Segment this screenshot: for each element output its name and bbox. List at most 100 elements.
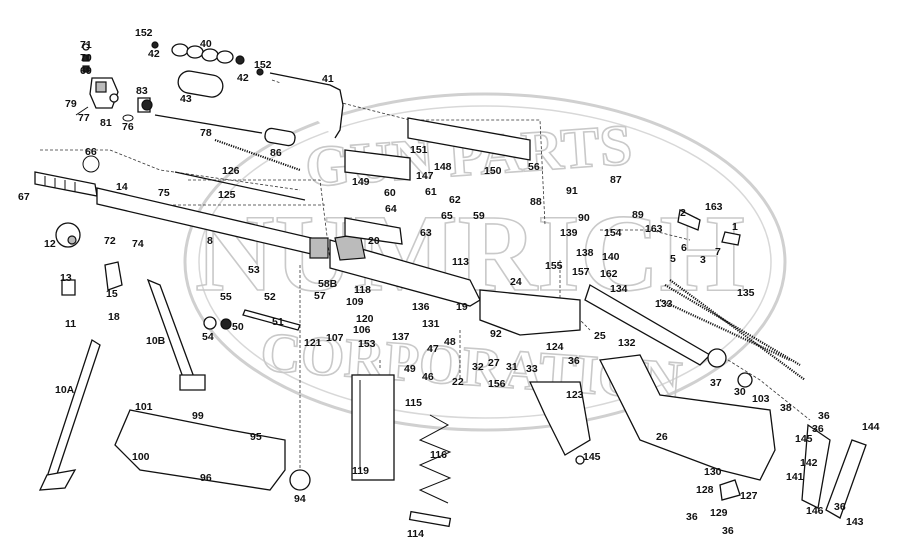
label-36-b: 36 [818,410,830,422]
label-24: 24 [510,276,522,288]
label-132: 132 [618,337,636,349]
gas-plug-40 [171,43,245,65]
label-127: 127 [740,490,758,502]
label-126: 126 [222,165,240,177]
label-1: 1 [732,221,738,233]
label-75: 75 [158,187,170,199]
label-20: 20 [368,235,380,247]
label-42-b: 42 [237,72,249,84]
label-106: 106 [353,324,371,336]
label-91: 91 [566,185,578,197]
label-33: 33 [526,363,538,375]
label-56: 56 [528,161,540,173]
label-94: 94 [294,493,306,505]
label-59: 59 [473,210,485,222]
label-109: 109 [346,296,364,308]
receiver-assembly [329,117,712,366]
label-131: 131 [422,318,440,330]
label-69: 69 [80,65,92,77]
label-5: 5 [670,253,676,265]
label-147: 147 [416,170,434,182]
label-10A: 10A [55,384,75,396]
label-40: 40 [200,38,212,50]
label-8: 8 [207,235,213,247]
label-146: 146 [806,505,824,517]
label-26: 26 [656,431,668,443]
label-113: 113 [452,256,469,268]
label-36-e: 36 [722,525,734,537]
label-19: 19 [456,301,468,313]
label-121: 121 [304,337,322,349]
label-61: 61 [425,186,437,198]
label-116: 116 [430,449,447,461]
label-154: 154 [604,227,622,239]
label-143: 143 [846,516,864,528]
front-sight-assembly [75,43,153,122]
label-36-c: 36 [812,423,824,435]
label-92: 92 [490,328,502,340]
label-125: 125 [218,189,236,201]
barrel-assembly [34,155,329,259]
lower-parts [114,374,591,528]
label-62: 62 [449,194,461,206]
label-37: 37 [710,377,722,389]
label-48: 48 [444,336,456,348]
label-88: 88 [530,196,542,208]
label-79: 79 [65,98,77,110]
label-49: 49 [404,363,416,375]
label-38: 38 [780,402,792,414]
label-32: 32 [472,361,484,373]
label-137: 137 [392,331,410,343]
label-129: 129 [710,507,728,519]
label-138: 138 [576,247,594,259]
label-31: 31 [506,361,518,373]
label-66: 66 [85,146,97,158]
label-6: 6 [681,242,687,254]
label-12: 12 [44,238,56,250]
label-140: 140 [602,251,620,263]
label-52: 52 [264,291,276,303]
label-120: 120 [356,313,374,325]
label-163-a: 163 [705,201,723,213]
label-60: 60 [384,187,396,199]
label-152-b: 152 [254,59,272,71]
label-76: 76 [122,121,134,133]
label-81: 81 [100,117,112,129]
label-7: 7 [715,246,721,258]
label-135: 135 [737,287,755,299]
label-145: 145 [795,433,813,445]
label-100: 100 [132,451,150,463]
label-123: 123 [566,389,584,401]
label-142: 142 [800,457,818,469]
label-47: 47 [427,343,439,355]
label-41: 41 [322,73,334,85]
label-11: 11 [65,318,76,330]
label-148: 148 [434,161,452,173]
label-122: 145 [583,451,601,463]
label-58B: 58B [318,278,338,290]
label-101: 101 [135,401,153,413]
label-149: 149 [352,176,370,188]
label-89: 89 [632,209,644,221]
label-2: 2 [680,207,686,219]
label-157: 157 [572,266,590,278]
label-27: 27 [488,357,500,369]
label-130: 130 [704,466,722,478]
label-96: 96 [200,472,212,484]
label-36-f: 36 [834,501,846,513]
label-99: 99 [192,410,204,422]
label-15: 15 [106,288,118,300]
label-22: 22 [452,376,464,388]
label-57: 57 [314,290,326,302]
label-65: 65 [441,210,453,222]
label-156: 156 [488,378,506,390]
label-72: 72 [104,235,116,247]
label-86: 86 [270,147,282,159]
label-163-b: 163 [645,223,663,235]
label-42-a: 42 [148,48,160,60]
label-70: 70 [80,52,92,64]
label-71: 71 [80,39,92,51]
label-53: 53 [248,264,260,276]
label-141: 141 [786,471,804,483]
